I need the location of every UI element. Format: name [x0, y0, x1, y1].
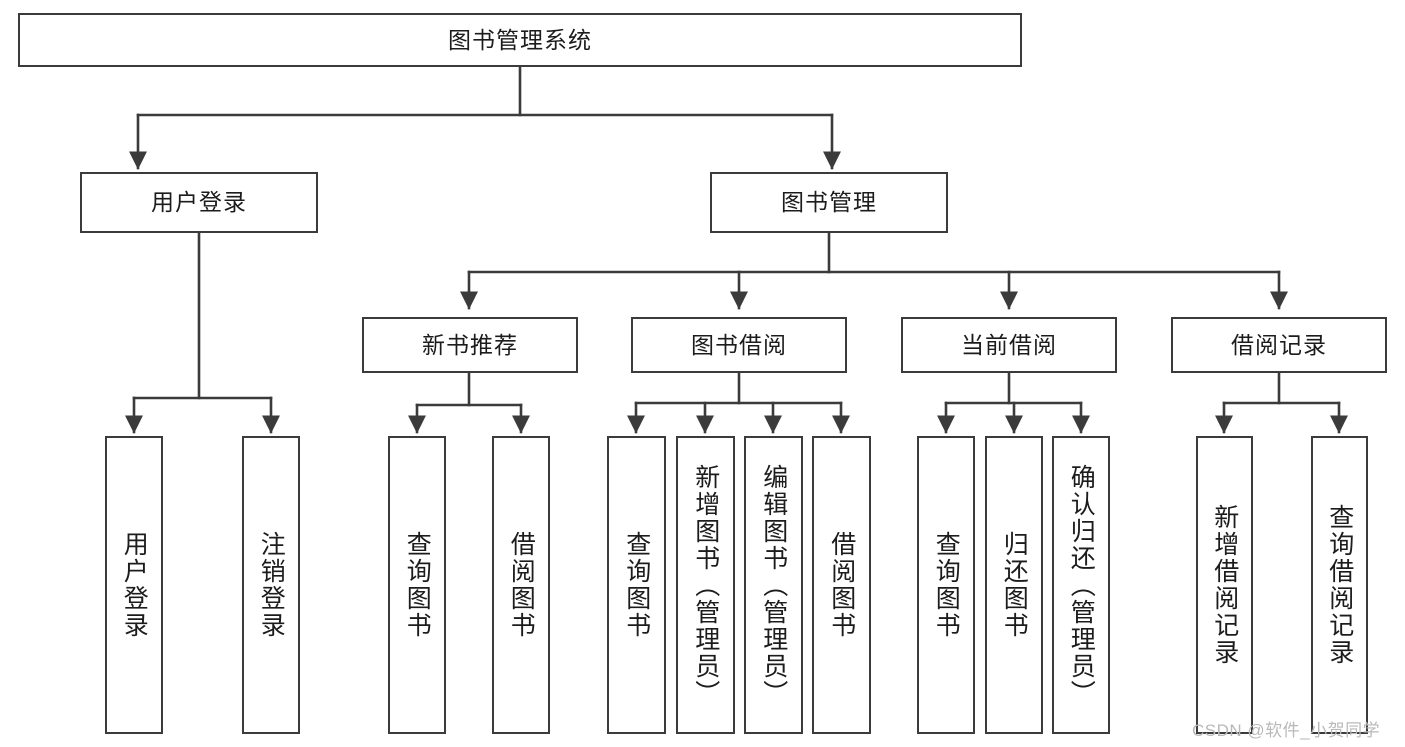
leaf-current-borrow-return-book[interactable]: 归还图书 — [985, 436, 1043, 734]
leaf-borrow-record-add-record[interactable]: 新增借阅记录 — [1196, 436, 1253, 734]
node-label: 图书管理系统 — [448, 26, 592, 53]
node-user-login[interactable]: 用户登录 — [80, 172, 318, 233]
leaf-current-borrow-query-book[interactable]: 查询图书 — [917, 436, 975, 734]
node-current-borrow[interactable]: 当前借阅 — [901, 317, 1117, 373]
node-label: 查询图书 — [932, 531, 961, 639]
node-label: 查询借阅记录 — [1325, 504, 1354, 666]
node-borrow-record[interactable]: 借阅记录 — [1171, 317, 1387, 373]
node-root-book-management-system[interactable]: 图书管理系统 — [18, 13, 1022, 67]
leaf-borrow-record-query-record[interactable]: 查询借阅记录 — [1311, 436, 1368, 734]
node-label: 查询图书 — [403, 531, 432, 639]
node-label: 查询图书 — [622, 531, 651, 639]
leaf-new-book-query-book[interactable]: 查询图书 — [388, 436, 446, 734]
node-label: 编辑图书（管理员） — [759, 463, 788, 707]
node-label: 新增借阅记录 — [1210, 504, 1239, 666]
node-new-book-recommend[interactable]: 新书推荐 — [362, 317, 578, 373]
node-label: 借阅记录 — [1231, 331, 1327, 358]
node-book-borrow[interactable]: 图书借阅 — [631, 317, 847, 373]
leaf-user-login-logout[interactable]: 注销登录 — [242, 436, 300, 734]
leaf-book-borrow-query-book[interactable]: 查询图书 — [607, 436, 666, 734]
node-label: 新增图书（管理员） — [691, 463, 720, 707]
csdn-watermark: CSDN @软件_小贺同学 — [1192, 716, 1380, 741]
node-label: 图书借阅 — [691, 331, 787, 358]
node-label: 用户登录 — [120, 531, 149, 639]
node-book-management[interactable]: 图书管理 — [710, 172, 948, 233]
node-label: 确认归还（管理员） — [1067, 463, 1096, 707]
node-label: 用户登录 — [151, 189, 247, 215]
leaf-user-login-login[interactable]: 用户登录 — [105, 436, 163, 734]
leaf-book-borrow-borrow-book[interactable]: 借阅图书 — [812, 436, 871, 734]
node-label: 新书推荐 — [422, 331, 518, 358]
node-label: 当前借阅 — [961, 331, 1057, 358]
leaf-book-borrow-edit-book-admin[interactable]: 编辑图书（管理员） — [744, 436, 803, 734]
leaf-new-book-borrow-book[interactable]: 借阅图书 — [492, 436, 550, 734]
node-label: 图书管理 — [781, 189, 877, 215]
leaf-current-borrow-confirm-return-admin[interactable]: 确认归还（管理员） — [1052, 436, 1110, 734]
node-label: 借阅图书 — [827, 531, 856, 639]
leaf-book-borrow-add-book-admin[interactable]: 新增图书（管理员） — [676, 436, 735, 734]
node-label: 借阅图书 — [507, 531, 536, 639]
node-label: 归还图书 — [1000, 531, 1029, 639]
watermark-text: CSDN @软件_小贺同学 — [1192, 721, 1381, 740]
node-label: 注销登录 — [257, 531, 286, 639]
